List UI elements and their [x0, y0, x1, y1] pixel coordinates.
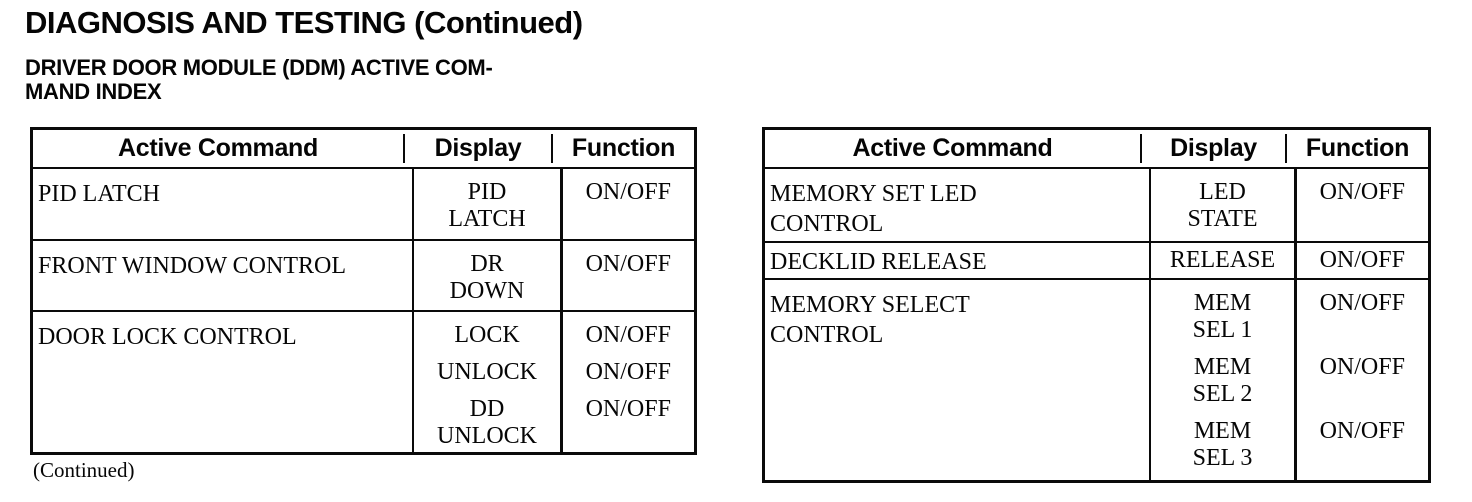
- function-cell: ON/OFF: [1319, 354, 1405, 380]
- display-line: MEM: [1193, 354, 1252, 380]
- command-line: PID LATCH: [38, 181, 161, 207]
- table-header-row: Active Command Display Function: [765, 130, 1428, 169]
- display-cell: DR DOWN: [414, 251, 560, 305]
- display-line: LATCH: [448, 206, 526, 232]
- display-line: DOWN: [449, 278, 525, 304]
- display-line: UNLOCK: [437, 359, 537, 385]
- command-line: FRONT WINDOW CONTROL: [38, 253, 347, 279]
- active-command-cell: MEMORY SELECT CONTROL: [765, 280, 1151, 480]
- table-row-memory-select-control: MEMORY SELECT CONTROL MEM SEL 1 ON/OFF M…: [765, 278, 1428, 480]
- display-cell: MEM SEL 3: [1151, 418, 1294, 472]
- display-cell: LED STATE: [1151, 179, 1294, 233]
- section-heading-line-2: MAND INDEX: [25, 79, 162, 104]
- function-cell: ON/OFF: [1319, 247, 1405, 273]
- command-line: MEMORY SELECT: [770, 292, 970, 318]
- active-command-table-right: Active Command Display Function MEMORY S…: [762, 127, 1431, 483]
- display-line: MEM: [1193, 290, 1252, 316]
- command-entry: DR DOWN ON/OFF: [414, 251, 694, 305]
- display-function-cells: RELEASE ON/OFF: [1151, 243, 1428, 278]
- table-row-door-lock-control: DOOR LOCK CONTROL LOCK ON/OFF UNLOCK ON/…: [33, 310, 694, 452]
- active-command-cell: DECKLID RELEASE: [765, 243, 1151, 278]
- display-line: RELEASE: [1169, 247, 1276, 273]
- display-cell: UNLOCK: [414, 359, 560, 386]
- display-line: LOCK: [454, 322, 520, 348]
- function-cell: ON/OFF: [1319, 418, 1405, 444]
- command-entry: MEM SEL 1 ON/OFF: [1151, 290, 1428, 344]
- display-line: SEL 3: [1192, 445, 1253, 471]
- display-line: PID: [467, 179, 507, 205]
- display-cell: LOCK: [414, 322, 560, 349]
- function-cell: ON/OFF: [585, 396, 671, 422]
- continued-note: (Continued): [33, 458, 135, 482]
- table-row-memory-set-led-control: MEMORY SET LED CONTROL LED STATE ON/OFF: [765, 169, 1428, 241]
- active-command-cell: PID LATCH: [33, 169, 414, 239]
- display-function-cells: MEM SEL 1 ON/OFF MEM SEL 2 ON/OFF MEM SE…: [1151, 280, 1428, 480]
- command-entry: LOCK ON/OFF: [414, 322, 694, 349]
- command-entry: PID LATCH ON/OFF: [414, 179, 694, 233]
- active-command-table-left: Active Command Display Function PID LATC…: [30, 127, 697, 455]
- display-function-cells: LOCK ON/OFF UNLOCK ON/OFF DD UNLOCK ON/O…: [414, 312, 694, 452]
- col-header-function: Function: [571, 134, 676, 162]
- col-header-active-command: Active Command: [33, 134, 405, 163]
- table-row-front-window-control: FRONT WINDOW CONTROL DR DOWN ON/OFF: [33, 239, 694, 310]
- table-header-row: Active Command Display Function: [33, 130, 694, 169]
- command-entry: MEM SEL 3 ON/OFF: [1151, 418, 1428, 472]
- display-function-cells: LED STATE ON/OFF: [1151, 169, 1428, 241]
- active-command-cell: DOOR LOCK CONTROL: [33, 312, 414, 452]
- display-line: SEL 1: [1192, 317, 1253, 343]
- command-line: DOOR LOCK CONTROL: [38, 324, 297, 350]
- display-line: SEL 2: [1192, 381, 1253, 407]
- command-entry: UNLOCK ON/OFF: [414, 359, 694, 386]
- col-header-function: Function: [1305, 134, 1410, 162]
- command-entry: MEM SEL 2 ON/OFF: [1151, 354, 1428, 408]
- table-row-decklid-release: DECKLID RELEASE RELEASE ON/OFF: [765, 241, 1428, 278]
- command-line: DECKLID RELEASE: [770, 249, 987, 275]
- command-line: CONTROL: [770, 211, 884, 237]
- display-cell: PID LATCH: [414, 179, 560, 233]
- page-title: DIAGNOSIS AND TESTING (Continued): [25, 5, 583, 40]
- function-cell: ON/OFF: [585, 322, 671, 348]
- display-cell: RELEASE: [1151, 247, 1294, 274]
- display-function-cells: DR DOWN ON/OFF: [414, 241, 694, 310]
- display-line: DR: [470, 251, 504, 277]
- command-entry: DD UNLOCK ON/OFF: [414, 396, 694, 450]
- function-cell: ON/OFF: [1319, 179, 1405, 205]
- display-cell: MEM SEL 2: [1151, 354, 1294, 408]
- display-cell: DD UNLOCK: [414, 396, 560, 450]
- display-line: UNLOCK: [437, 423, 537, 449]
- display-line: MEM: [1193, 418, 1252, 444]
- table-row-pid-latch: PID LATCH PID LATCH ON/OFF: [33, 169, 694, 239]
- col-header-active-command: Active Command: [765, 134, 1142, 163]
- display-line: LED: [1199, 179, 1246, 205]
- section-heading-line-1: DRIVER DOOR MODULE (DDM) ACTIVE COM-: [25, 55, 493, 80]
- display-function-cells: PID LATCH ON/OFF: [414, 169, 694, 239]
- command-line: CONTROL: [770, 322, 884, 348]
- command-entry: RELEASE ON/OFF: [1151, 247, 1428, 274]
- section-heading: DRIVER DOOR MODULE (DDM) ACTIVE COM- MAN…: [25, 55, 493, 104]
- active-command-cell: FRONT WINDOW CONTROL: [33, 241, 414, 310]
- display-line: DD: [469, 396, 505, 422]
- function-cell: ON/OFF: [585, 359, 671, 385]
- command-line: MEMORY SET LED: [770, 181, 977, 207]
- function-cell: ON/OFF: [585, 179, 671, 205]
- col-header-display: Display: [405, 134, 553, 163]
- display-line: STATE: [1187, 206, 1258, 232]
- active-command-cell: MEMORY SET LED CONTROL: [765, 169, 1151, 241]
- col-header-display: Display: [1142, 134, 1287, 163]
- function-cell: ON/OFF: [585, 251, 671, 277]
- command-entry: LED STATE ON/OFF: [1151, 179, 1428, 233]
- function-cell: ON/OFF: [1319, 290, 1405, 316]
- display-cell: MEM SEL 1: [1151, 290, 1294, 344]
